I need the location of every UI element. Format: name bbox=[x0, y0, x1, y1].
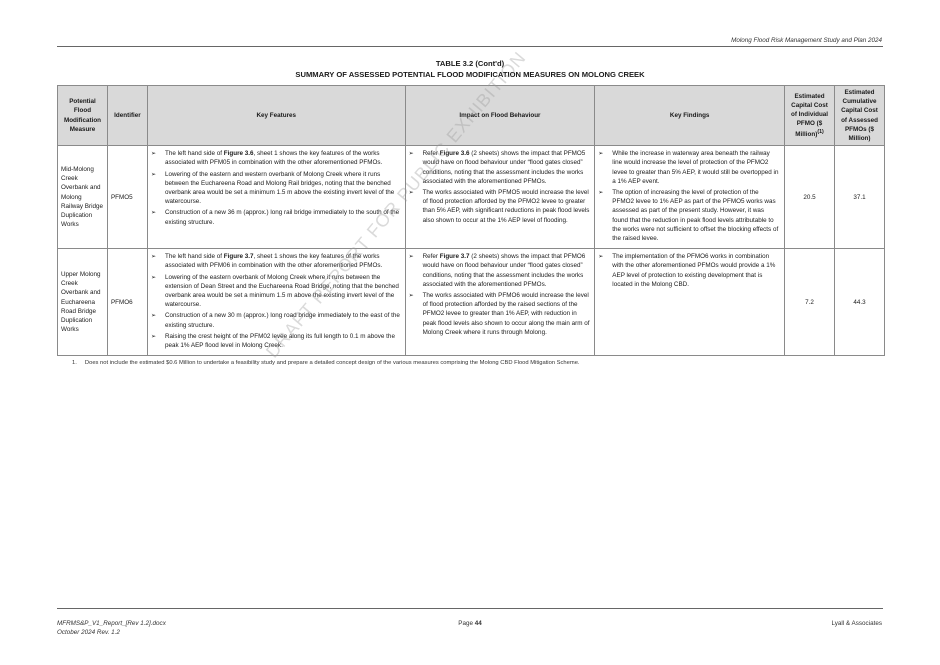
impact-cell: Refer Figure 3.6 (2 sheets) shows the im… bbox=[404, 145, 596, 250]
cost-individual-cell: 7.2 bbox=[784, 248, 835, 357]
impact-item: The works associated with PFMO5 would in… bbox=[409, 188, 592, 225]
figure-reference: Figure 3.7 bbox=[439, 253, 470, 261]
footnote-ref: (1) bbox=[817, 129, 824, 136]
pfmo-summary-table: Potential Flood Modification Measure Ide… bbox=[57, 84, 885, 357]
col-header-findings: Key Findings bbox=[594, 84, 786, 147]
page-label: Page bbox=[458, 620, 473, 627]
figure-reference: Figure 3.6 bbox=[223, 150, 254, 158]
impact-item: Refer Figure 3.6 (2 sheets) shows the im… bbox=[409, 149, 592, 186]
figure-reference: Figure 3.6 bbox=[439, 150, 470, 158]
cost-cumulative-cell: 37.1 bbox=[834, 145, 885, 250]
table-row: Upper Molong Creek Overbank and Eucharee… bbox=[57, 248, 885, 357]
findings-cell: The implementation of the PFMO6 works in… bbox=[594, 248, 786, 357]
footer-date-rev: October 2024 Rev. 1.2 bbox=[57, 628, 120, 636]
cost-individual-label: Estimated Capital Cost of Individual PFM… bbox=[790, 92, 829, 139]
identifier-cell: PFMO5 bbox=[106, 145, 148, 250]
figure-reference: Figure 3.7 bbox=[223, 253, 254, 261]
feature-item: Construction of a new 30 m (approx.) lon… bbox=[151, 311, 402, 329]
col-header-measure: Potential Flood Modification Measure bbox=[57, 84, 108, 147]
feature-item: The left hand side of Figure 3.6, sheet … bbox=[151, 149, 402, 167]
table-footnote: 1. Does not include the estimated $0.6 M… bbox=[72, 360, 580, 366]
footnote-number: 1. bbox=[72, 360, 77, 366]
footer-company: Lyall & Associates bbox=[831, 620, 882, 627]
feature-item: Lowering of the eastern and western over… bbox=[151, 170, 402, 207]
feature-item: The left hand side of Figure 3.7, sheet … bbox=[151, 252, 402, 270]
feature-item: Construction of a new 36 m (approx.) lon… bbox=[151, 208, 402, 226]
col-header-cost-cumulative: Estimated Cumulative Capital Cost of Ass… bbox=[834, 84, 885, 147]
findings-cell: While the increase in waterway area bene… bbox=[594, 145, 786, 250]
table-title: SUMMARY OF ASSESSED POTENTIAL FLOOD MODI… bbox=[295, 70, 645, 79]
footnote-text: Does not include the estimated $0.6 Mill… bbox=[84, 360, 580, 366]
running-header: Molong Flood Risk Management Study and P… bbox=[731, 37, 882, 44]
features-cell: The left hand side of Figure 3.7, sheet … bbox=[146, 248, 406, 357]
col-header-features: Key Features bbox=[146, 84, 406, 147]
col-header-identifier: Identifier bbox=[106, 84, 148, 147]
table-row: Mid-Molong Creek Overbank and Molong Rai… bbox=[57, 145, 885, 250]
feature-item: Raising the crest height of the PFM02 le… bbox=[151, 332, 402, 350]
feature-item: Lowering of the eastern overbank of Molo… bbox=[151, 273, 402, 310]
measure-cell: Upper Molong Creek Overbank and Eucharee… bbox=[57, 248, 108, 357]
finding-item: While the increase in waterway area bene… bbox=[598, 149, 781, 186]
table-number: TABLE 3.2 (Cont'd) bbox=[435, 59, 505, 68]
features-cell: The left hand side of Figure 3.6, sheet … bbox=[146, 145, 406, 250]
col-header-cost-individual: Estimated Capital Cost of Individual PFM… bbox=[784, 84, 835, 147]
finding-item: The implementation of the PFMO6 works in… bbox=[598, 252, 781, 289]
identifier-cell: PFMO6 bbox=[106, 248, 148, 357]
measure-cell: Mid-Molong Creek Overbank and Molong Rai… bbox=[57, 145, 108, 250]
impact-cell: Refer Figure 3.7 (2 sheets) shows the im… bbox=[404, 248, 596, 357]
footer-doc-info: MFRMS&P_V1_Report_[Rev 1.2].docx October… bbox=[57, 620, 166, 637]
impact-item: Refer Figure 3.7 (2 sheets) shows the im… bbox=[409, 252, 592, 289]
cost-individual-cell: 20.5 bbox=[784, 145, 835, 250]
page-number: Page 44 bbox=[0, 620, 940, 627]
col-header-impact: Impact on Flood Behaviour bbox=[404, 84, 596, 147]
page-number-value: 44 bbox=[474, 620, 482, 627]
footer-filename: MFRMS&P_V1_Report_[Rev 1.2].docx bbox=[57, 620, 166, 627]
header-rule bbox=[57, 46, 883, 47]
table-header-row: Potential Flood Modification Measure Ide… bbox=[57, 84, 885, 147]
footer-rule bbox=[57, 608, 883, 609]
finding-item: The option of increasing the level of pr… bbox=[598, 188, 781, 243]
table-caption: TABLE 3.2 (Cont'd) SUMMARY OF ASSESSED P… bbox=[0, 58, 940, 80]
impact-item: The works associated with PFMO6 would in… bbox=[409, 291, 592, 337]
cost-cumulative-cell: 44.3 bbox=[834, 248, 885, 357]
